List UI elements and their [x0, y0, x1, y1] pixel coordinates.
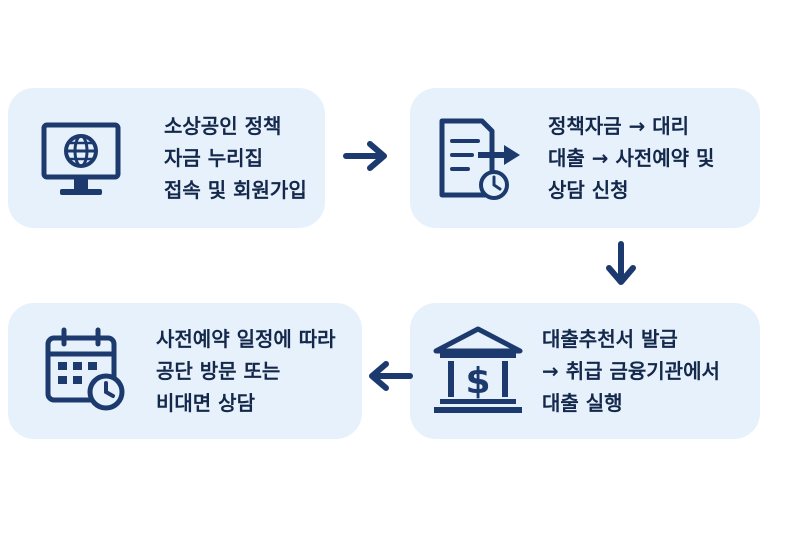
calendar-clock-icon — [42, 326, 132, 416]
step-1-line-2: 자금 누리집 — [164, 146, 263, 170]
document-clock-icon — [434, 113, 524, 203]
step-2-line-1: 정책자금 → 대리 — [548, 114, 690, 138]
step-2-text: 정책자금 → 대리 대출 → 사전예약 및 상담 신청 — [548, 110, 714, 206]
step-3-line-2: → 취급 금융기관에서 — [542, 359, 720, 383]
arrow-right-icon — [342, 138, 392, 174]
arrow-left-icon — [364, 358, 414, 394]
step-1-text: 소상공인 정책 자금 누리집 접속 및 회원가입 — [164, 110, 307, 206]
step-2-card: 정책자금 → 대리 대출 → 사전예약 및 상담 신청 — [410, 88, 760, 228]
step-1-line-1: 소상공인 정책 — [164, 114, 282, 138]
svg-text:$: $ — [465, 361, 490, 402]
step-4-card: 사전예약 일정에 따라 공단 방문 또는 비대면 상담 — [8, 303, 362, 439]
step-4-line-1: 사전예약 일정에 따라 — [156, 327, 336, 351]
step-2-line-2: 대출 → 사전예약 및 — [548, 146, 715, 170]
step-4-line-3: 비대면 상담 — [156, 391, 255, 415]
step-1-line-3: 접속 및 회원가입 — [164, 178, 307, 202]
step-4-line-2: 공단 방문 또는 — [156, 359, 281, 383]
step-4-text: 사전예약 일정에 따라 공단 방문 또는 비대면 상담 — [156, 323, 336, 419]
bank-dollar-icon: $ — [430, 323, 526, 419]
step-1-card: 소상공인 정책 자금 누리집 접속 및 회원가입 — [8, 88, 325, 228]
step-3-card: $ 대출추천서 발급 → 취급 금융기관에서 대출 실행 — [410, 303, 760, 439]
step-3-text: 대출추천서 발급 → 취급 금융기관에서 대출 실행 — [542, 323, 720, 419]
arrow-down-icon — [603, 240, 639, 290]
globe-monitor-icon — [36, 113, 126, 203]
step-3-line-3: 대출 실행 — [542, 391, 623, 415]
step-2-line-3: 상담 신청 — [548, 178, 629, 202]
step-3-line-1: 대출추천서 발급 — [542, 327, 678, 351]
